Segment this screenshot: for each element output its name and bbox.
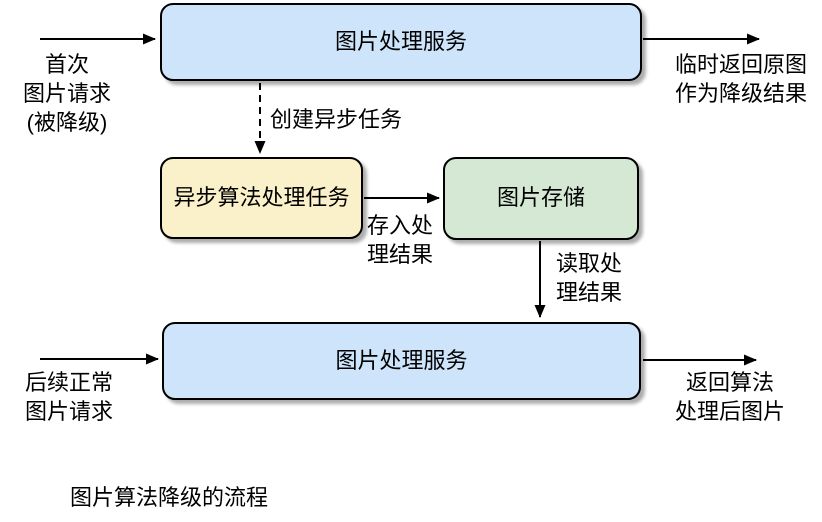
node-image-processing-service-bottom: 图片处理服务 — [162, 322, 641, 400]
diagram-caption: 图片算法降级的流程 — [70, 485, 269, 510]
edge-label-read-result: 读取处 理结果 — [555, 251, 622, 305]
node-label: 图片存储 — [496, 185, 585, 211]
edge-label-temp-return-original: 临时返回原图 作为降级结果 — [674, 52, 807, 106]
node-async-algorithm-task: 异步算法处理任务 — [160, 157, 363, 239]
node-label: 图片处理服务 — [335, 347, 468, 373]
edge-label-store-result: 存入处 理结果 — [366, 213, 433, 267]
node-label: 异步算法处理任务 — [173, 184, 350, 210]
node-label: 图片处理服务 — [334, 28, 467, 54]
edge-label-create-async-task: 创建异步任务 — [270, 107, 403, 132]
node-image-storage: 图片存储 — [443, 157, 639, 240]
edge-label-normal-request: 后续正常 图片请求 — [24, 370, 113, 424]
edge-label-return-processed: 返回算法 处理后图片 — [674, 370, 785, 424]
node-image-processing-service-top: 图片处理服务 — [160, 3, 642, 81]
edge-label-first-request: 首次 图片请求 (被降级) — [22, 52, 111, 135]
